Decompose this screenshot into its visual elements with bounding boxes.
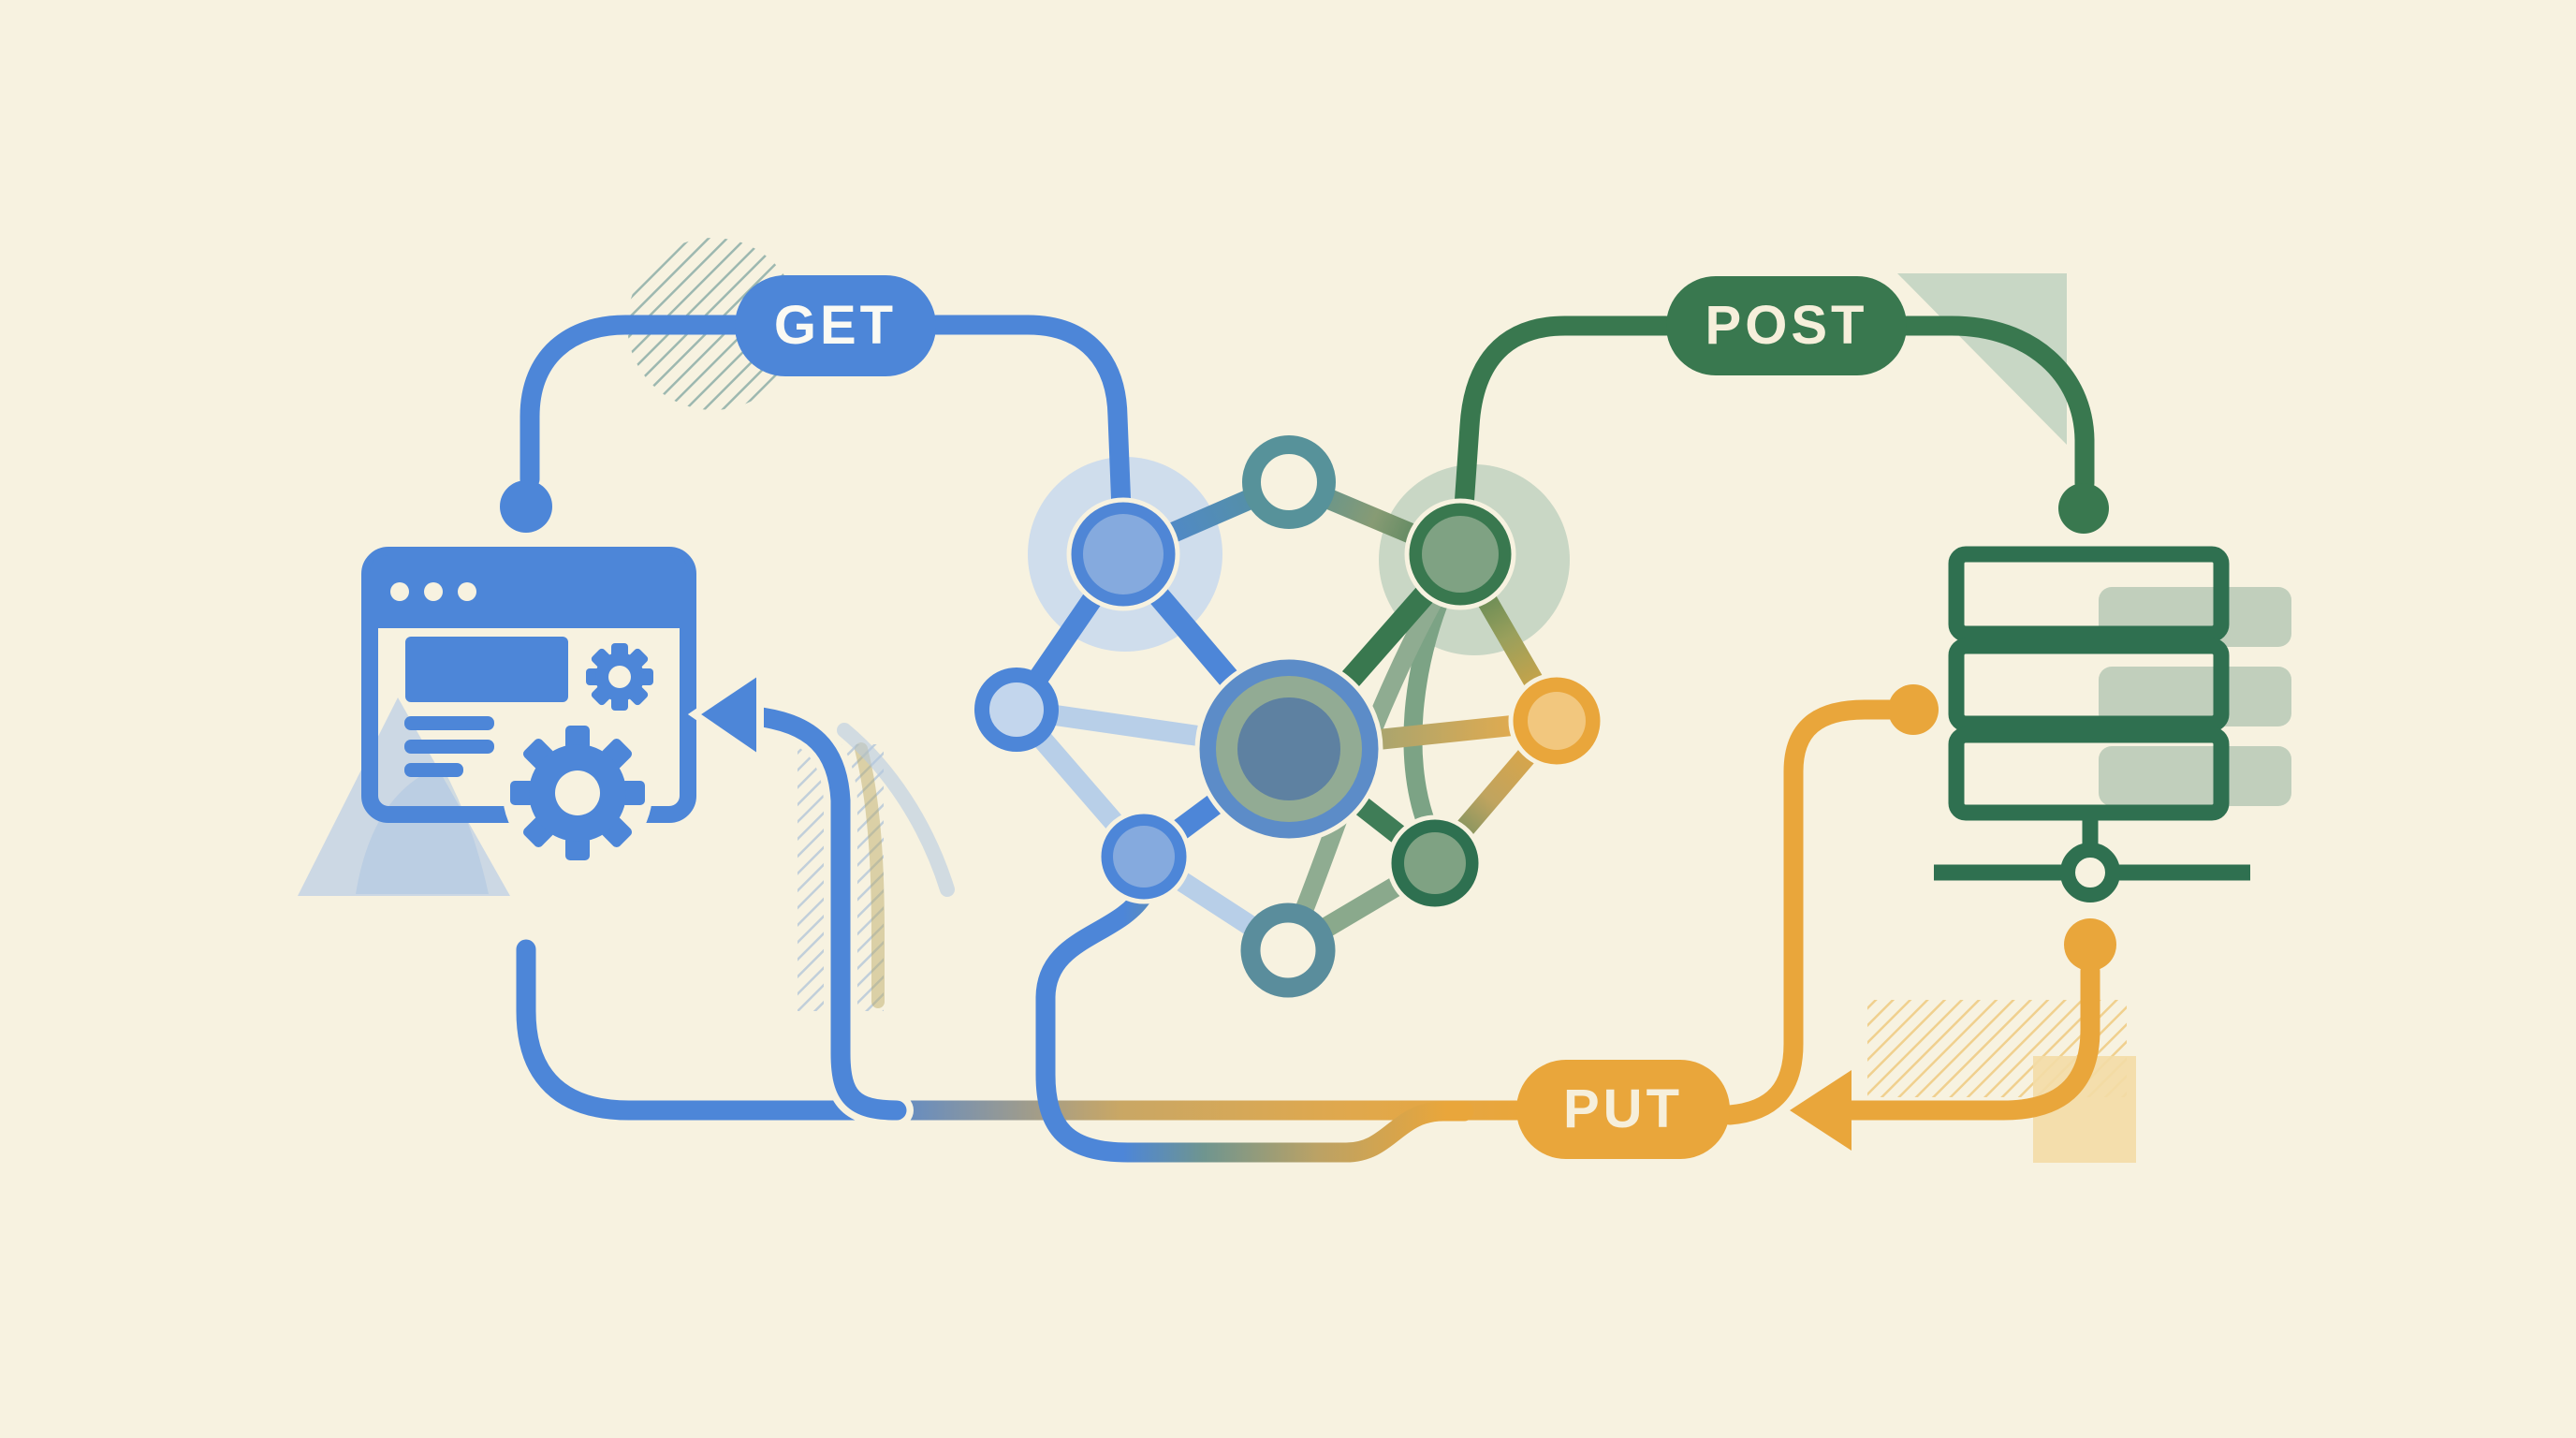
arrow-left-into-browser-icon [687,663,764,767]
text-line [404,716,494,730]
get-line-right [926,315,1132,521]
get-endpoint-dot [500,480,552,533]
gear-icon [503,718,652,868]
gear-icon [586,643,653,711]
server-stack-icon [1934,546,2291,902]
window-dot-icon [458,582,476,601]
text-line [404,763,463,777]
put-label-pill: PUT [1516,1060,1730,1159]
ghost-streak-blue [837,723,955,897]
post-line-left [1452,315,1676,544]
graph-nodes [974,435,1605,998]
get-line-left [520,315,745,490]
browser-window-icon [361,547,696,868]
graph-bottom-line [1035,884,1474,1163]
ghost-streak-tan [855,742,885,1008]
browser-titlebar [370,555,688,628]
server-shadow-rect [2099,667,2291,726]
client-bottom-line [516,939,1527,1121]
node-ring-top [1242,435,1336,529]
wedge-decor-browser [356,766,489,894]
window-dot-icon [390,582,409,601]
post-label-pill: POST [1666,276,1907,375]
flow-lines [516,315,2100,1163]
server-shadow-rect [2099,746,2291,806]
hero-block-icon [405,637,568,702]
node-ring-bottom [1240,902,1336,998]
server-return-line [1836,961,2100,1121]
text-line [404,740,494,754]
put-endpoint-dot [1888,684,1939,735]
server-endpoint-dot [2064,918,2116,971]
network-port-icon [2060,843,2120,902]
get-label-pill: GET [735,275,936,376]
put-line-right [1720,699,1899,1125]
post-endpoint-dot [2058,483,2109,534]
node-ring-left [974,668,1059,752]
arrow-left-toward-put-icon [1790,1070,1852,1151]
network-graph-icon [974,435,1605,998]
post-line-right [1896,315,2095,493]
response-return-line [687,663,955,1127]
window-dot-icon [424,582,443,601]
